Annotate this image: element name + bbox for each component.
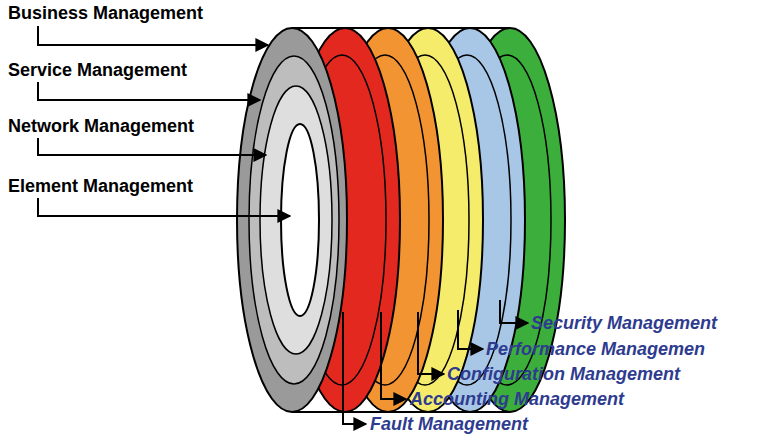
leader-line bbox=[343, 312, 366, 424]
layer-label: Element Management bbox=[8, 176, 193, 196]
function-label: Performance Managemen bbox=[486, 339, 705, 359]
function-label: Accounting Management bbox=[410, 389, 624, 409]
leader-line bbox=[500, 300, 528, 323]
layer-label: Network Management bbox=[8, 116, 194, 136]
leader-line bbox=[38, 26, 268, 45]
leader-line bbox=[38, 138, 266, 155]
element-core bbox=[281, 124, 319, 316]
network-ring bbox=[260, 86, 332, 354]
leader-line bbox=[458, 310, 483, 349]
service-ring bbox=[249, 56, 339, 384]
function-label: Configuration Management bbox=[447, 364, 680, 384]
leader-line bbox=[418, 312, 444, 374]
leader-line bbox=[38, 82, 260, 100]
business-ring bbox=[237, 28, 347, 412]
layer-label: Business Management bbox=[8, 3, 203, 23]
leader-line bbox=[38, 198, 290, 216]
layer-label: Service Management bbox=[8, 60, 187, 80]
function-label: Fault Management bbox=[370, 414, 528, 434]
function-label: Security Management bbox=[531, 313, 717, 333]
layer-face bbox=[237, 28, 347, 412]
leader-line bbox=[381, 312, 406, 399]
